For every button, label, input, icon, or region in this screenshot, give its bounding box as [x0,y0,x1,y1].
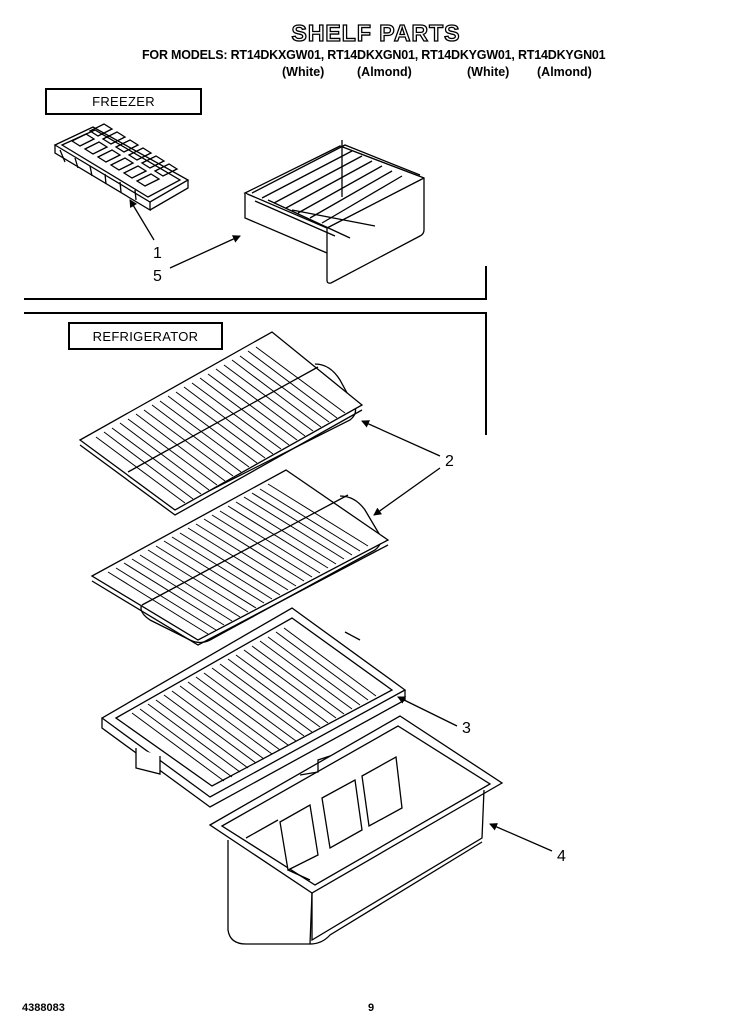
models-line: FOR MODELS: RT14DKXGW01, RT14DKXGN01, RT… [142,48,606,62]
part-number: 4388083 [22,1002,65,1014]
ice-cube-tray [53,123,190,212]
color-label-white-2: (White) [467,65,510,79]
callout-3: 3 [462,720,471,737]
freezer-wire-shelf [243,140,425,284]
color-label-almond-1: (Almond) [357,65,412,79]
page-number: 9 [368,1002,375,1014]
refrigerator-wire-shelf-lower [90,469,390,646]
refrigerator-wire-shelf-upper [78,331,364,516]
freezer-section-label: FREEZER [45,88,202,115]
section-divider-lines [24,266,487,435]
callout-5: 5 [153,268,162,285]
page-title: SHELF PARTS [291,19,461,46]
callout-4: 4 [557,848,566,865]
crisper-drawer [208,715,504,945]
refrigerator-section-label: REFRIGERATOR [68,322,223,350]
color-label-white-1: (White) [282,65,325,79]
callout-2: 2 [445,453,454,470]
color-label-almond-2: (Almond) [537,65,592,79]
callout-1: 1 [153,245,162,262]
callout-leaders [129,199,553,852]
